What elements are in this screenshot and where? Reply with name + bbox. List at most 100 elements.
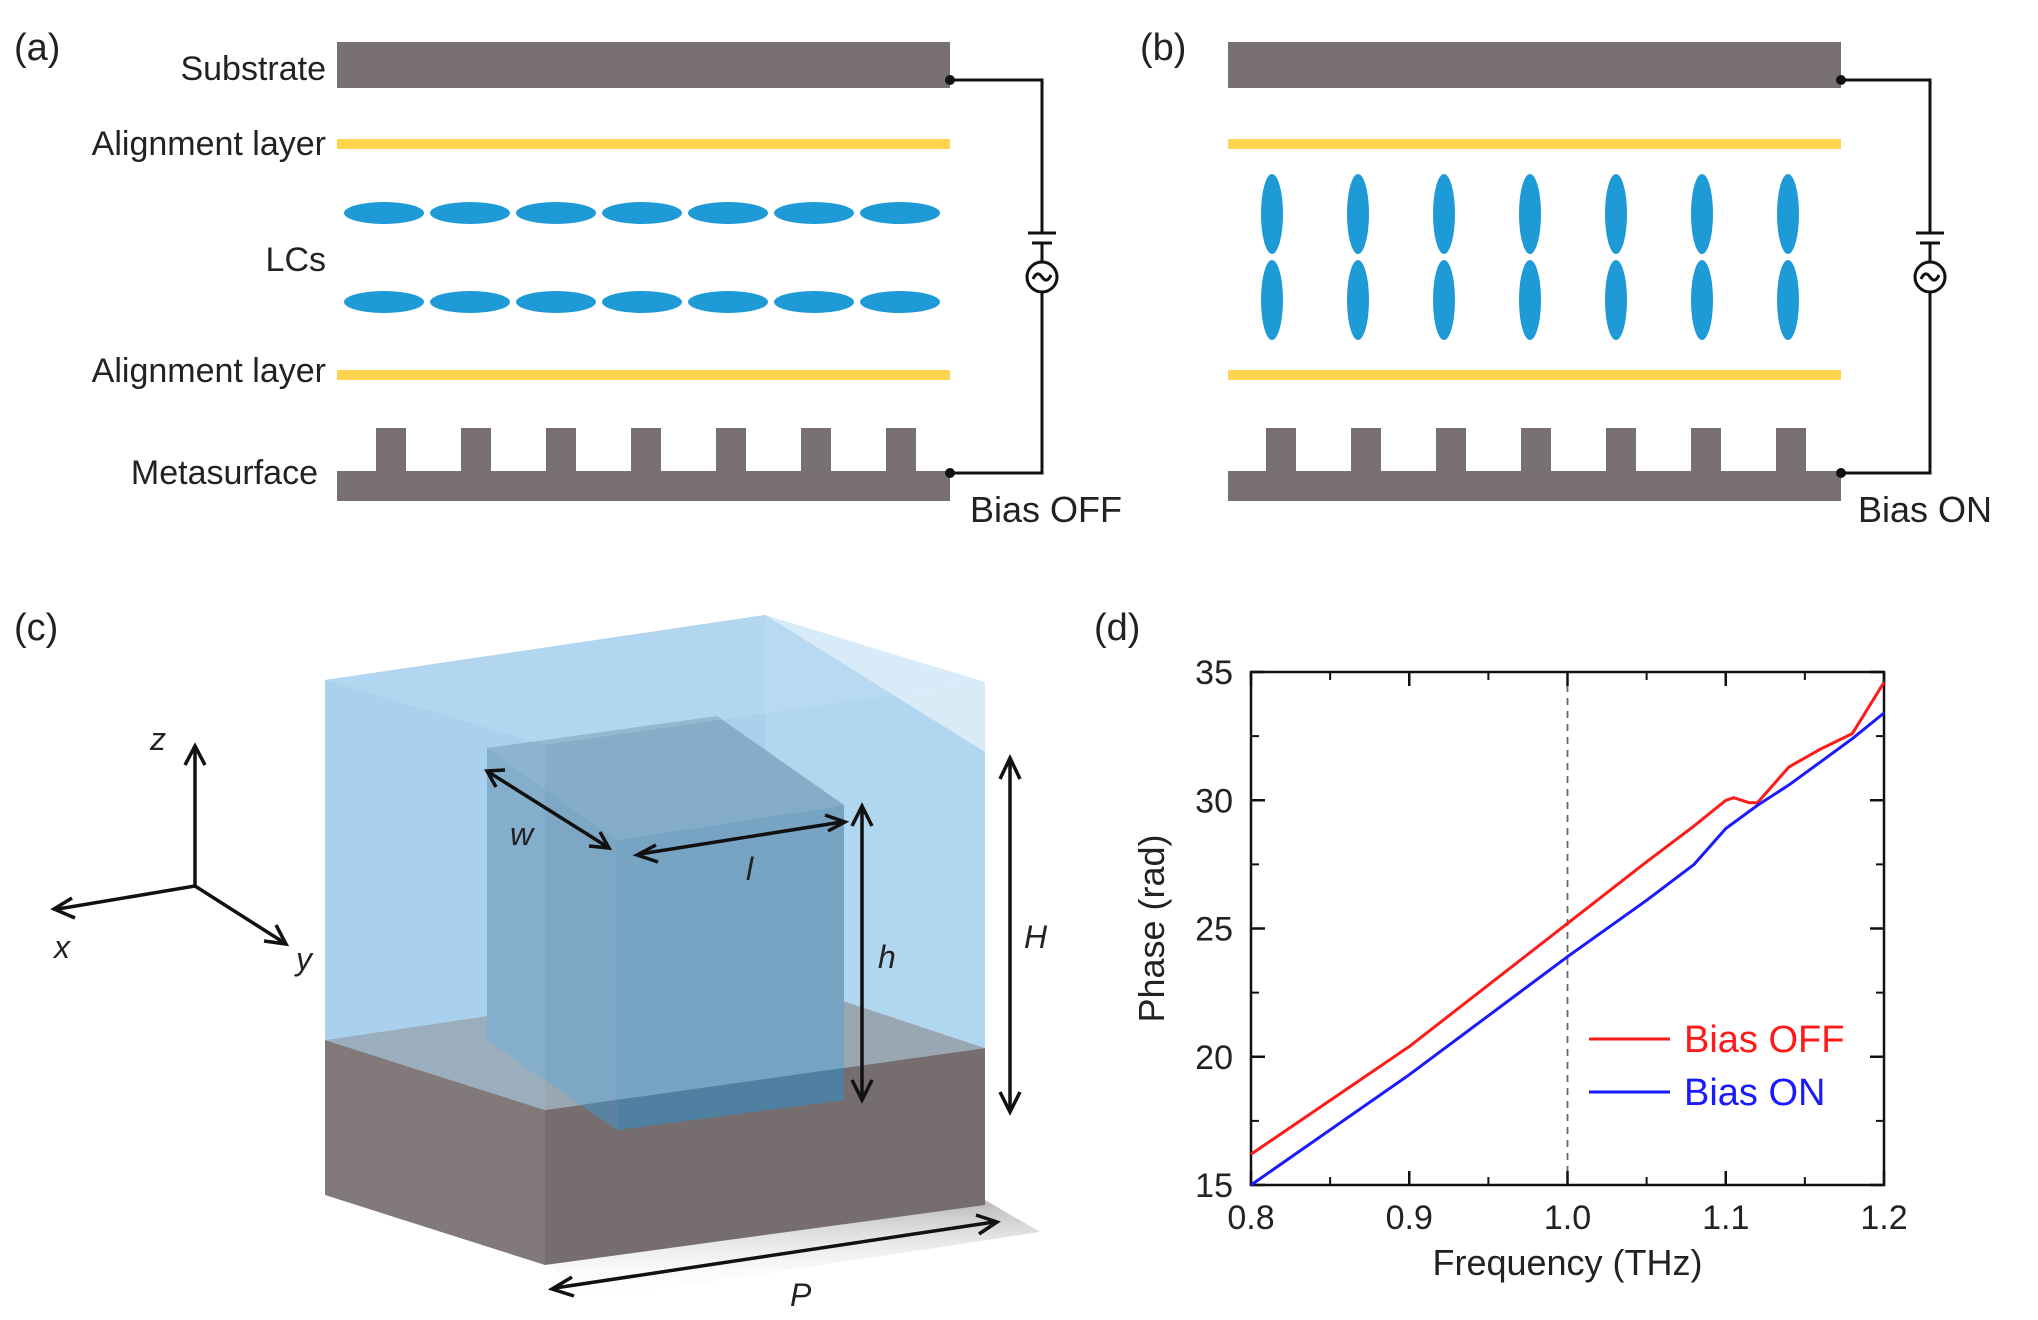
- x-tick-label: 0.9: [1386, 1199, 1433, 1237]
- substrate-bar: [337, 42, 950, 88]
- lc-molecule: [430, 202, 510, 224]
- lc-molecule: [688, 291, 768, 313]
- lc-molecule: [1691, 174, 1713, 254]
- metasurface-ridge: [631, 428, 661, 472]
- alignment-layer-bottom-label: Alignment layer: [92, 352, 326, 390]
- y-tick-label: 20: [1195, 1039, 1233, 1077]
- bias-circuit-b: [1836, 75, 1947, 478]
- metasurface-ridge: [716, 428, 746, 472]
- metasurface-ridge: [546, 428, 576, 472]
- metasurface-ridge: [886, 428, 916, 472]
- dimension-P-arrow: [547, 1213, 1001, 1298]
- alignment-layer-bottom: [337, 370, 950, 380]
- lc-molecule: [860, 202, 940, 224]
- metasurface-ridge: [1776, 428, 1806, 472]
- panel-c-tag: (c): [14, 607, 58, 649]
- dimension-h-arrow: [850, 802, 874, 1104]
- dimension-l-label: l: [746, 851, 754, 887]
- axis-x-label: x: [52, 929, 71, 965]
- series-line-bias-off: [1250, 681, 1886, 1156]
- dimension-l-arrow: [632, 813, 850, 864]
- unit-cell-shadow: [545, 1200, 1040, 1300]
- substrate-bar-b: [1228, 42, 1841, 88]
- dimension-H-arrow: [998, 753, 1022, 1116]
- lc-molecule: [430, 291, 510, 313]
- lc-molecule: [1347, 260, 1369, 340]
- pillar-top-face: [487, 716, 844, 840]
- metasurface-ridges-b: [1266, 428, 1806, 472]
- dimension-h-label: h: [878, 939, 896, 975]
- metasurface-ridge: [1266, 428, 1296, 472]
- alignment-layer-top-label: Alignment layer: [92, 125, 326, 163]
- metasurface-ridge: [461, 428, 491, 472]
- y-tick-label: 15: [1195, 1167, 1233, 1205]
- y-tick-label: 25: [1195, 911, 1233, 949]
- lc-molecule: [860, 291, 940, 313]
- lc-molecule: [774, 291, 854, 313]
- panel-a: (a) Substrate Alignment layer LCs Alignm…: [14, 27, 1122, 530]
- lc-molecule: [1605, 260, 1627, 340]
- metasurface-ridge: [1521, 428, 1551, 472]
- x-tick-label: 1.0: [1544, 1199, 1591, 1237]
- lc-molecule: [1261, 174, 1283, 254]
- bias-off-label: Bias OFF: [970, 489, 1122, 530]
- metasurface: [337, 428, 950, 501]
- lc-molecule: [1261, 260, 1283, 340]
- lc-molecules-horizontal: [344, 202, 940, 313]
- lc-molecule: [1433, 174, 1455, 254]
- y-tick-label: 30: [1195, 782, 1233, 820]
- x-tick-label: 0.8: [1227, 1199, 1274, 1237]
- panel-b-tag: (b): [1140, 27, 1186, 69]
- lc-molecule: [1433, 260, 1455, 340]
- metasurface-base: [337, 471, 950, 501]
- series-line-bias-on: [1250, 711, 1885, 1187]
- lc-molecule: [1519, 174, 1541, 254]
- alignment-layer-top-b: [1228, 139, 1841, 149]
- metasurface-ridge: [376, 428, 406, 472]
- x-axis-label: Frequency (THz): [1432, 1242, 1702, 1283]
- metasurface-b: [1228, 428, 1841, 501]
- x-tick-label: 1.2: [1860, 1199, 1907, 1237]
- panel-a-tag: (a): [14, 27, 60, 69]
- metasurface-ridge: [1691, 428, 1721, 472]
- substrate-left-face: [325, 1040, 545, 1265]
- legend-label: Bias ON: [1684, 1072, 1825, 1114]
- dimension-H-label: H: [1024, 919, 1048, 955]
- metasurface-label: Metasurface: [131, 454, 318, 492]
- metasurface-ridge: [801, 428, 831, 472]
- lc-molecule: [688, 202, 768, 224]
- panel-b: (b) Bias ON: [1140, 27, 1992, 530]
- metasurface-ridge: [1436, 428, 1466, 472]
- axis-y-label: y: [294, 941, 314, 977]
- lc-molecules-vertical: [1261, 174, 1799, 340]
- axis-z-label: z: [149, 721, 166, 757]
- lc-molecule: [344, 291, 424, 313]
- alignment-layer-top: [337, 139, 950, 149]
- lc-molecule: [602, 202, 682, 224]
- lc-molecule: [1777, 260, 1799, 340]
- panel-c: (c) z: [14, 607, 1048, 1313]
- y-axis-label: Phase (rad): [1131, 834, 1172, 1022]
- metasurface-ridge: [1606, 428, 1636, 472]
- pillar-front-face: [617, 805, 844, 1130]
- metasurface-ridge: [1351, 428, 1381, 472]
- x-tick-label: 1.1: [1702, 1199, 1749, 1237]
- lcs-label: LCs: [266, 241, 326, 279]
- lc-top-face: [325, 615, 985, 745]
- lc-molecule: [602, 291, 682, 313]
- alignment-layer-bottom-b: [1228, 370, 1841, 380]
- bias-circuit-a: [945, 75, 1059, 478]
- coordinate-axes: [50, 742, 290, 947]
- legend-label: Bias OFF: [1684, 1019, 1844, 1061]
- lc-molecule: [1519, 260, 1541, 340]
- lc-molecule: [516, 291, 596, 313]
- panel-d-tag: (d): [1094, 607, 1140, 649]
- lc-molecule: [1347, 174, 1369, 254]
- lc-molecule: [516, 202, 596, 224]
- bias-on-label: Bias ON: [1858, 489, 1992, 530]
- lc-molecule: [1777, 174, 1799, 254]
- dimension-w-label: w: [510, 816, 535, 852]
- metasurface-ridges: [376, 428, 916, 472]
